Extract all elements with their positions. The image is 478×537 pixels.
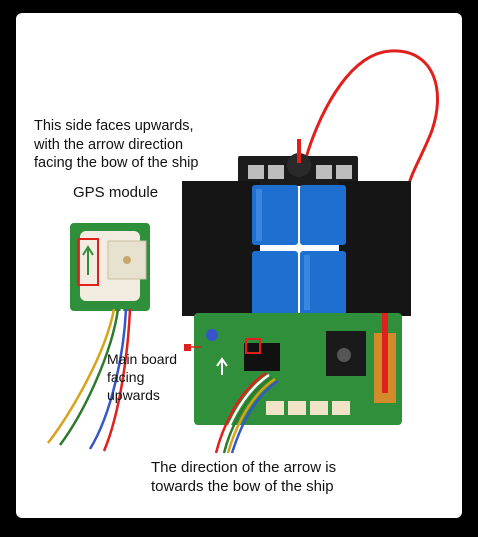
caption-main-line: facing	[107, 368, 145, 385]
caption-bottom-line: towards the bow of the ship	[151, 478, 334, 496]
chip	[244, 343, 280, 371]
red-square-marker-icon	[184, 344, 191, 351]
product-illustration	[47, 49, 439, 454]
arrow-up-icon	[216, 357, 228, 375]
caption-main-line: Main board	[107, 351, 178, 367]
caption-top-line: with the arrow direction	[34, 136, 184, 153]
relays	[252, 185, 346, 316]
main-board	[194, 313, 402, 425]
red-loop-wire	[304, 49, 439, 189]
gps-module	[70, 223, 150, 311]
left-heatsink	[182, 181, 260, 316]
product-photo-card: This side faces upwards, with the arrow …	[16, 13, 462, 518]
caption-top-line: facing the bow of the ship	[34, 155, 199, 172]
caption-gps-module: GPS module	[73, 184, 159, 201]
terminal-block	[238, 139, 358, 186]
caption-main-board: Main board facing upwards	[107, 351, 197, 405]
caption-top: This side faces upwards, with the arrow …	[34, 117, 234, 173]
right-heatsink	[339, 181, 411, 316]
main-board-wires	[214, 371, 279, 454]
caption-bottom: The direction of the arrow is towards th…	[151, 458, 381, 496]
gps-wires	[47, 308, 132, 452]
arrow-up-icon	[82, 245, 94, 275]
caption-top-line: This side faces upwards,	[34, 118, 194, 134]
capacitor	[287, 153, 311, 177]
caption-main-line: upwards	[107, 386, 160, 403]
caption-bottom-line: The direction of the arrow is	[151, 459, 337, 476]
